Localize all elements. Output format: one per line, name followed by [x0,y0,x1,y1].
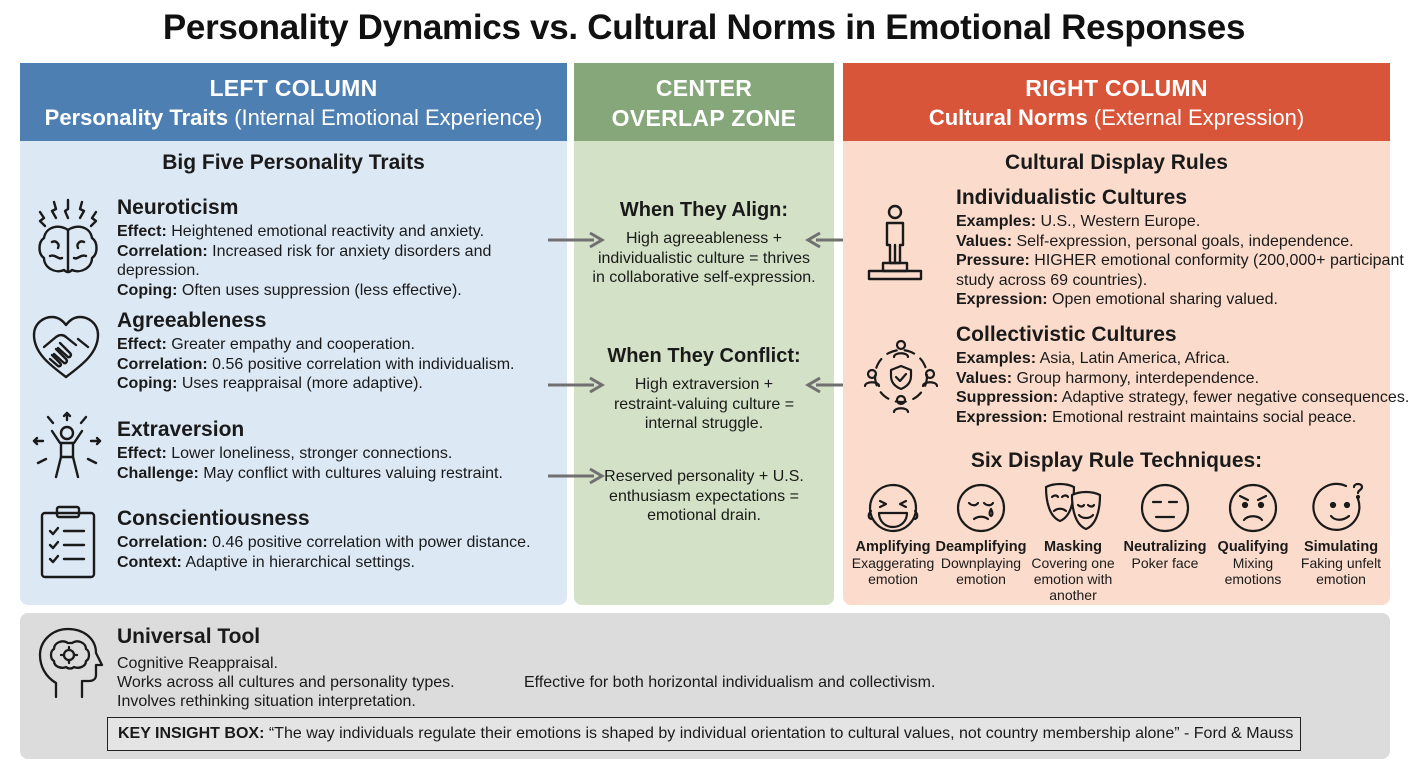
technique-deamplifying: Deamplifying Downplaying emotion [935,481,1027,587]
left-column-panel: LEFT COLUMN Personality Traits (Internal… [20,63,567,605]
technique-simulating: Simulating Faking unfelt emotion [1295,481,1387,587]
head-brain-gear-icon [36,627,104,701]
person-on-podium-icon [865,203,925,283]
universal-tool-panel: Universal Tool Cognitive Reappraisal. Wo… [20,613,1390,759]
display-rules-title: Cultural Display Rules [1005,151,1228,174]
right-column-panel: RIGHT COLUMN Cultural Norms (External Ex… [843,63,1409,605]
neutral-face-icon [1140,483,1190,533]
universal-tool-title: Universal Tool [117,625,261,648]
page-title: Personality Dynamics vs. Cultural Norms … [162,8,1246,47]
center-header-line2: OVERLAP ZONE [611,105,797,131]
conflict-block: When They Conflict: High extraversion + … [607,345,801,432]
align-block: When They Align: High agreeableness + in… [592,199,816,286]
arrow-right-align [548,231,605,249]
right-header-label: RIGHT COLUMN [1025,75,1208,101]
left-header-label: LEFT COLUMN [209,75,378,101]
laughing-face-icon [867,483,919,533]
big-five-title: Big Five Personality Traits [162,151,425,174]
collectivistic-cultures: Collectivistic Cultures Examples: Asia, … [956,323,1409,426]
techniques-title: Six Display Rule Techniques: [970,449,1263,472]
theater-masks-icon [1044,482,1102,531]
checklist-clipboard-icon [38,503,98,581]
frowning-face-icon [1228,483,1278,533]
center-header: CENTER OVERLAP ZONE [574,63,834,141]
technique-qualifying: Qualifying Mixing emotions [1207,481,1299,587]
trait-conscientiousness: Conscientiousness Correlation: 0.46 posi… [117,507,531,571]
rethinking-line: Involves rethinking situation interpreta… [117,693,416,710]
works-across-line: Works across all cultures and personalit… [117,674,455,691]
key-insight-box: KEY INSIGHT BOX: “The way individuals re… [107,717,1301,751]
center-header-line1: CENTER [655,75,753,101]
drain-block: Reserved personality + U.S. enthusiasm e… [604,468,804,524]
trait-extraversion: Extraversion Effect: Lower loneliness, s… [117,418,503,482]
left-column-header: LEFT COLUMN Personality Traits (Internal… [20,63,567,141]
brain-stress-icon [32,198,104,278]
person-radiating-icon [30,411,104,489]
right-header-subtitle: Cultural Norms (External Expression) [928,105,1305,130]
questioning-face-icon [1312,482,1364,531]
arrow-right-drain [548,467,605,485]
trait-neuroticism: Neuroticism Effect: Heightened emotional… [117,196,492,299]
group-circle-shield-icon [863,338,939,414]
effective-note: Effective for both horizontal individual… [524,674,936,691]
center-overlap-panel: CENTER OVERLAP ZONE When They Align: Hig… [574,63,834,605]
left-header-subtitle: Personality Traits (Internal Emotional E… [44,105,543,130]
arrow-right-conflict [548,376,605,394]
heart-handshake-icon [30,313,102,383]
technique-masking: Masking Covering one emotion with anothe… [1027,481,1119,603]
individualistic-cultures: Individualistic Cultures Examples: U.S.,… [956,186,1404,308]
right-column-header: RIGHT COLUMN Cultural Norms (External Ex… [843,63,1390,141]
technique-neutralizing: Neutralizing Poker face [1119,481,1211,571]
trait-agreeableness: Agreeableness Effect: Greater empathy an… [117,309,515,392]
reappraisal-line: Cognitive Reappraisal. [117,655,278,672]
teary-face-icon [956,483,1006,533]
technique-amplifying: Amplifying Exaggerating emotion [847,481,939,587]
